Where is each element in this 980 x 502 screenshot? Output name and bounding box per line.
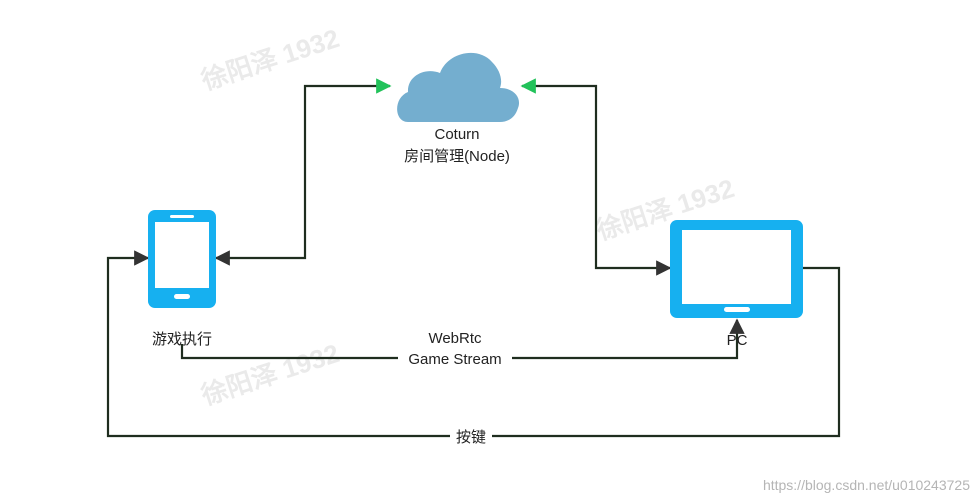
stream-label-protocol: WebRtc — [428, 330, 482, 347]
key-input-label: 按键 — [456, 429, 486, 446]
stream-label-name: Game Stream — [408, 351, 501, 368]
server-label-role: 房间管理(Node) — [404, 148, 510, 165]
connector-phone-server — [214, 78, 392, 266]
watermark: 徐阳泽 1932 — [197, 338, 343, 411]
smartphone-icon — [148, 210, 216, 308]
source-url: https://blog.csdn.net/u010243725 — [763, 477, 970, 493]
pc-label: PC — [727, 332, 748, 349]
server-label-name: Coturn — [434, 126, 479, 143]
tablet-icon — [670, 220, 803, 318]
phone-label: 游戏执行 — [152, 331, 212, 348]
connector-server-pc — [520, 78, 672, 276]
cloud-icon — [397, 52, 520, 122]
